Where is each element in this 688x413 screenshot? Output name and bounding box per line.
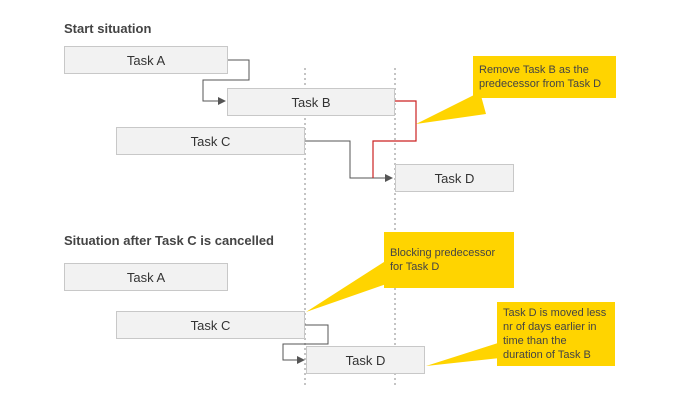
task-b-start: Task B xyxy=(227,88,395,116)
link-a-to-b xyxy=(202,59,250,105)
callout-task-d-moved: Task D is moved less nr of days earlier … xyxy=(497,302,615,366)
callout-remove-predecessor: Remove Task B as the predecessor from Ta… xyxy=(473,56,616,98)
link-b-to-d-removed xyxy=(372,100,417,178)
link-c-to-d-after xyxy=(282,324,329,364)
task-a-after: Task A xyxy=(64,263,228,291)
link-c-to-d xyxy=(305,140,393,182)
task-d-start: Task D xyxy=(395,164,514,192)
task-a-start: Task A xyxy=(64,46,228,74)
task-c-after: Task C xyxy=(116,311,305,339)
callout-blocking-predecessor: Blocking predecessor for Task D xyxy=(384,232,514,288)
callout-tail-moved xyxy=(426,343,500,366)
callout-tail-remove xyxy=(416,92,486,124)
task-c-start: Task C xyxy=(116,127,305,155)
heading-after-cancelled: Situation after Task C is cancelled xyxy=(64,233,274,248)
task-d-after: Task D xyxy=(306,346,425,374)
heading-start-situation: Start situation xyxy=(64,21,152,36)
callout-tail-blocking xyxy=(306,262,392,312)
